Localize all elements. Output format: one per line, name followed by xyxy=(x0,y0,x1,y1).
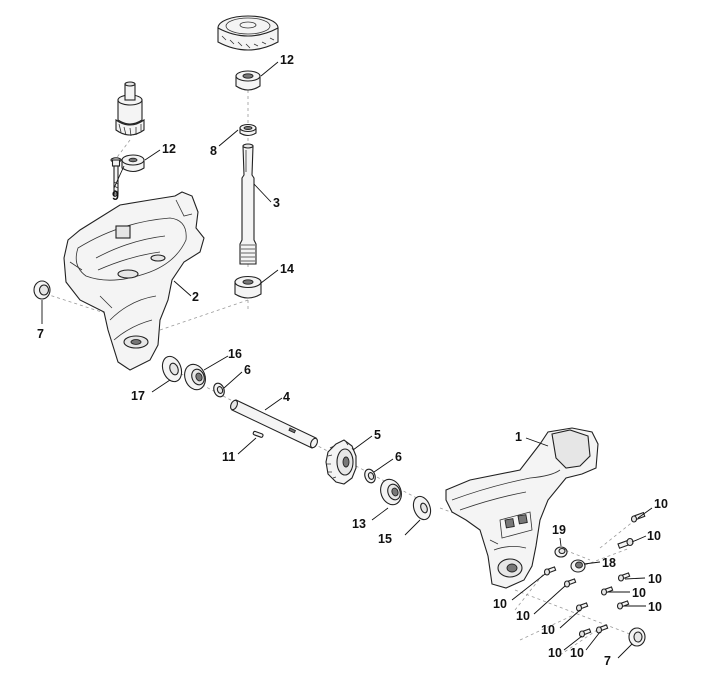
bearing-17 xyxy=(161,355,183,383)
callout-12b: 12 xyxy=(162,142,176,156)
bearing-12-left xyxy=(121,154,145,173)
callout-13: 13 xyxy=(352,517,366,531)
screw-10-d xyxy=(600,586,614,596)
callout-10j: 10 xyxy=(570,646,584,660)
pinion-gear xyxy=(115,81,145,137)
callout-10a: 10 xyxy=(654,497,668,511)
callout-4: 4 xyxy=(283,390,290,404)
upper-gear xyxy=(217,15,279,51)
callout-6a: 6 xyxy=(244,363,251,377)
callout-10i: 10 xyxy=(548,646,562,660)
ring-6-right xyxy=(364,468,376,484)
callout-16: 16 xyxy=(228,347,242,361)
callout-5: 5 xyxy=(374,428,381,442)
callout-labels: 1 2 3 4 5 6 6 7 7 8 9 10 10 10 10 10 10 … xyxy=(37,53,668,668)
screw-10-c xyxy=(617,572,631,582)
callout-1: 1 xyxy=(515,430,522,444)
callout-12a: 12 xyxy=(280,53,294,67)
callout-9: 9 xyxy=(112,189,119,203)
callout-7b: 7 xyxy=(604,654,611,668)
callout-10h: 10 xyxy=(541,623,555,637)
screw-10-j xyxy=(595,624,609,634)
callout-10e: 10 xyxy=(648,600,662,614)
key-11 xyxy=(252,430,264,438)
washer-15 xyxy=(412,495,432,521)
callout-10b: 10 xyxy=(647,529,661,543)
screw-10-g xyxy=(563,578,577,588)
housing-1 xyxy=(445,427,599,589)
seal-7-left xyxy=(33,280,51,300)
bolt-9 xyxy=(110,157,122,195)
callout-11: 11 xyxy=(222,450,235,464)
screw-10-h xyxy=(575,602,589,612)
callout-18: 18 xyxy=(602,556,616,570)
screw-10-b xyxy=(617,537,634,549)
bearing-14 xyxy=(234,275,262,299)
plug-19 xyxy=(554,546,568,558)
callout-10f: 10 xyxy=(493,597,507,611)
seal-7-right xyxy=(628,627,646,647)
callout-3: 3 xyxy=(273,196,280,210)
ring-6-left xyxy=(213,382,225,398)
callout-15: 15 xyxy=(378,532,392,546)
cap-18 xyxy=(570,559,586,573)
callout-10d: 10 xyxy=(632,586,646,600)
ring-8 xyxy=(239,123,257,137)
callout-17: 17 xyxy=(131,389,145,403)
screw-10-a xyxy=(630,511,646,523)
shaft-4 xyxy=(230,399,318,449)
callout-10c: 10 xyxy=(648,572,662,586)
screws-10 xyxy=(543,511,646,638)
screw-10-f xyxy=(543,566,557,576)
screw-10-i xyxy=(578,628,592,638)
bearing-13 xyxy=(380,478,402,506)
leader-lines xyxy=(41,61,653,659)
callout-2: 2 xyxy=(192,290,199,304)
callout-7a: 7 xyxy=(37,327,44,341)
shaft-3 xyxy=(239,143,257,265)
callout-6b: 6 xyxy=(395,450,402,464)
callout-14: 14 xyxy=(280,262,294,276)
gear-5 xyxy=(325,439,357,485)
housing-2 xyxy=(63,191,205,371)
callout-19: 19 xyxy=(552,523,566,537)
screw-10-e xyxy=(616,600,630,610)
bearing-12-upper xyxy=(235,70,261,91)
callout-10g: 10 xyxy=(516,609,530,623)
bearing-16 xyxy=(184,363,206,391)
callout-8: 8 xyxy=(210,144,217,158)
